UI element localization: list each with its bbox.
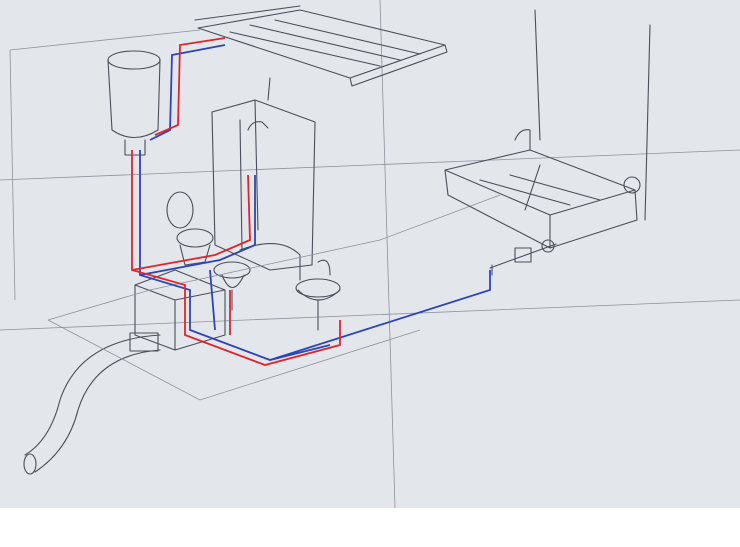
septic-tank	[134, 269, 226, 351]
floor-outline	[9, 29, 501, 401]
paper	[0, 0, 740, 508]
water-tank	[107, 50, 161, 156]
shower-cabin	[211, 99, 316, 271]
drain-hose	[23, 332, 161, 475]
solar-panel	[194, 5, 448, 101]
valve	[489, 239, 557, 276]
toilet	[166, 191, 214, 266]
cold-water-pipe	[139, 44, 491, 361]
hot-water-pipe	[131, 37, 341, 366]
outdoor-basin	[444, 9, 651, 249]
paper-fold	[0, 0, 740, 509]
